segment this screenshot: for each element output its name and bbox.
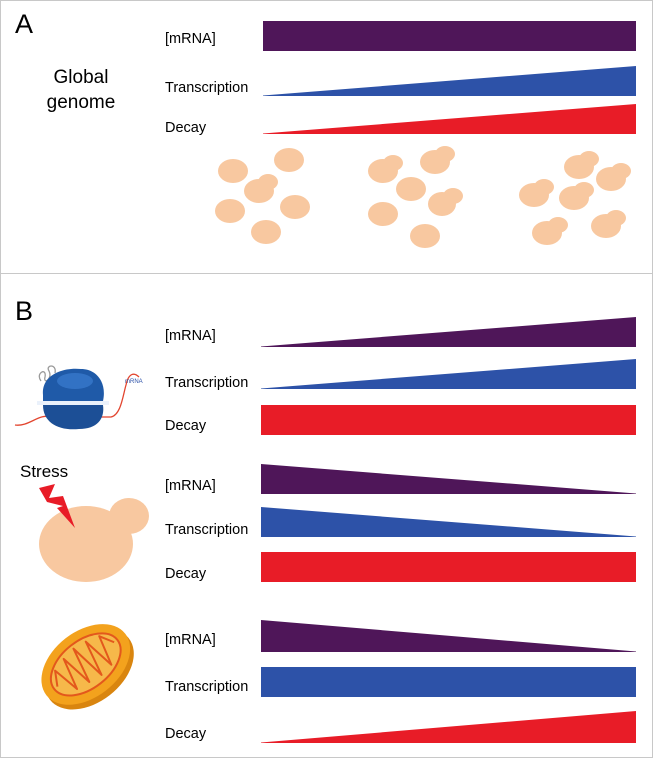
- cell-icon: [368, 202, 398, 226]
- bar-a-decay: [263, 104, 636, 134]
- cell-icon: [548, 217, 568, 233]
- trend-shape-decreasing: [261, 507, 636, 537]
- trend-shape-constant: [261, 405, 636, 435]
- cell-icon: [435, 146, 455, 162]
- cell-icon: [534, 179, 554, 195]
- row-label-mrna: [mRNA]: [165, 31, 216, 47]
- row-label-decay: Decay: [165, 418, 207, 434]
- row-label-mrna: [mRNA]: [165, 328, 216, 344]
- bar-b3-transcription: [261, 667, 636, 697]
- panel-a-letter: A: [15, 9, 34, 39]
- mitochondrion-icon: [41, 624, 134, 710]
- cell-icon: [443, 188, 463, 204]
- bar-a-transcription: [263, 66, 636, 96]
- cell-icon: [280, 195, 310, 219]
- trend-shape-constant: [263, 21, 636, 51]
- row-label-decay: Decay: [165, 120, 207, 136]
- cell-icon: [611, 163, 631, 179]
- bar-b3-decay: [261, 711, 636, 743]
- trend-shape-increasing: [263, 66, 636, 96]
- cell-icon: [579, 151, 599, 167]
- trend-shape-increasing: [263, 104, 636, 134]
- cell-icon: [258, 174, 278, 190]
- cell-cluster-left: [215, 148, 310, 244]
- cell-cluster-right: [519, 151, 631, 245]
- panel-b-letter: B: [15, 296, 34, 326]
- bar-a-mrna: [263, 21, 636, 51]
- stress-label: Stress: [20, 462, 69, 481]
- trend-shape-decreasing: [261, 464, 636, 494]
- trend-shape-increasing: [261, 359, 636, 389]
- panel-b: B [mRNA] Transcription Decay mRNA [mRNA]…: [0, 273, 653, 758]
- ribosome-mrna-tag: mRNA: [125, 379, 143, 385]
- trend-shape-increasing: [261, 711, 636, 743]
- cell-icon: [218, 159, 248, 183]
- cell-icon: [39, 506, 133, 582]
- bar-b2-transcription: [261, 507, 636, 537]
- cell-icon: [574, 182, 594, 198]
- bar-b3-mrna: [261, 620, 636, 652]
- row-label-transcription: Transcription: [165, 80, 249, 96]
- bar-b1-decay: [261, 405, 636, 435]
- cell-cluster-middle: [368, 146, 463, 248]
- trend-shape-constant: [261, 552, 636, 582]
- cell-icon: [274, 148, 304, 172]
- bar-b1-mrna: [261, 317, 636, 347]
- lightning-icon: [39, 484, 75, 528]
- cell-icon: [215, 199, 245, 223]
- row-label-transcription: Transcription: [165, 679, 249, 695]
- trend-shape-decreasing: [261, 620, 636, 652]
- row-label-mrna: [mRNA]: [165, 478, 216, 494]
- bar-b1-transcription: [261, 359, 636, 389]
- row-label-mrna: [mRNA]: [165, 632, 216, 648]
- cell-icon: [396, 177, 426, 201]
- cell-icon: [383, 155, 403, 171]
- stressed-cell-icon: [39, 484, 149, 582]
- cell-clusters: [215, 146, 631, 248]
- trend-shape-increasing: [261, 317, 636, 347]
- bar-b2-decay: [261, 552, 636, 582]
- cell-icon: [410, 224, 440, 248]
- row-label-decay: Decay: [165, 726, 207, 742]
- cell-icon: [606, 210, 626, 226]
- ribosome-mrna-icon: mRNA: [14, 365, 143, 430]
- row-label-transcription: Transcription: [165, 375, 249, 391]
- row-label-transcription: Transcription: [165, 522, 249, 538]
- row-label-decay: Decay: [165, 566, 207, 582]
- trend-shape-constant: [261, 667, 636, 697]
- cell-icon: [251, 220, 281, 244]
- bar-b2-mrna: [261, 464, 636, 494]
